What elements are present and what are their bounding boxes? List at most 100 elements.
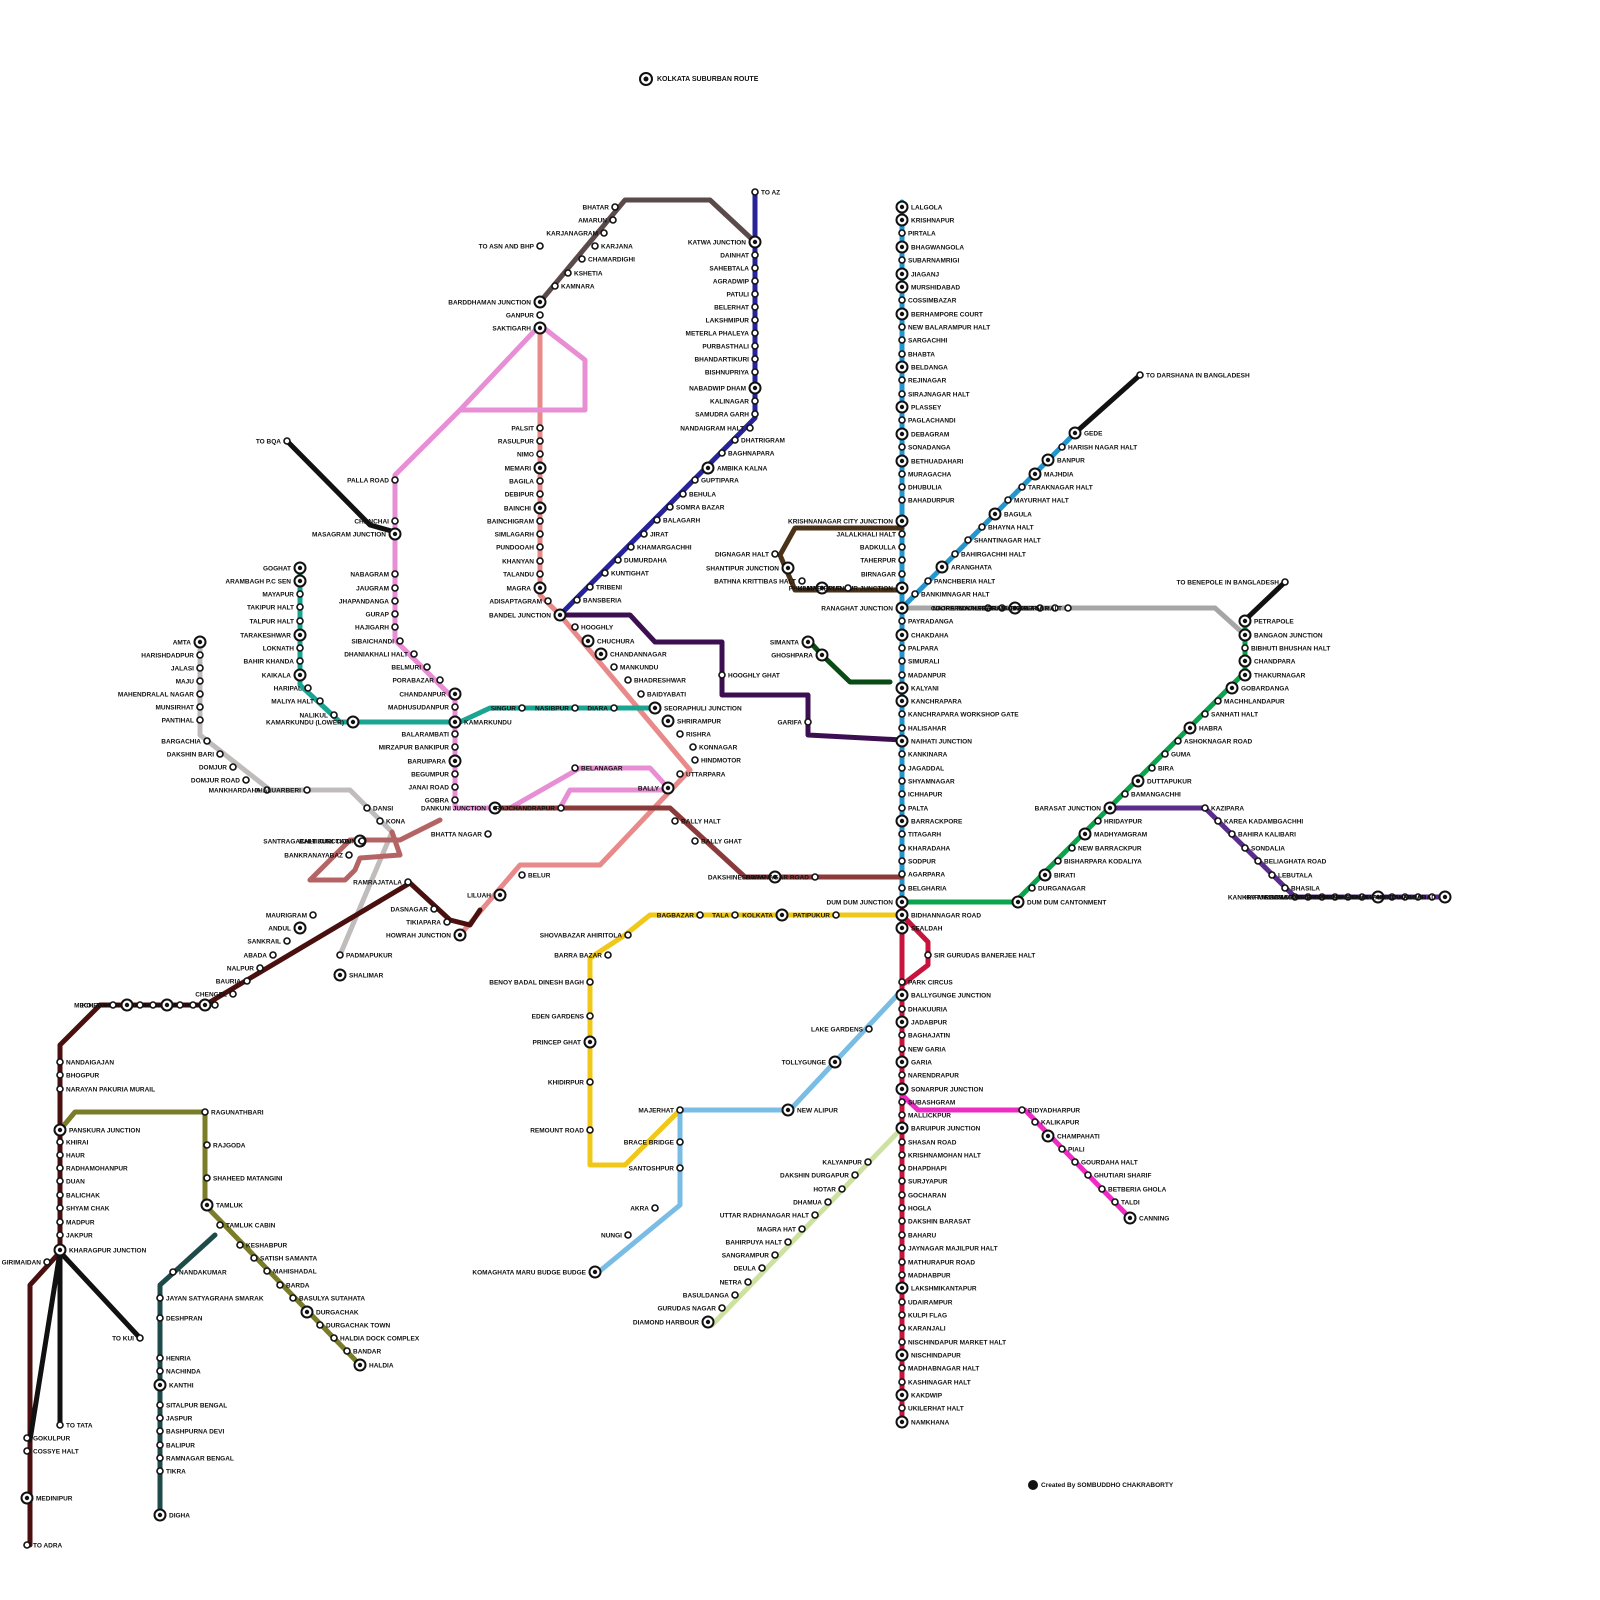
station-beliaghata-road: BELIAGHATA ROAD <box>1255 858 1327 865</box>
station-marker <box>812 874 818 880</box>
station-taldi: TALDI <box>1112 1199 1140 1206</box>
station-label: BALLYGUNGE JUNCTION <box>911 992 991 999</box>
station-label: HALDIA <box>369 1362 394 1369</box>
station-kulpi-flag: KULPI FLAG <box>899 1312 947 1319</box>
station-marker <box>565 270 571 276</box>
station-magra: MAGRA <box>506 583 545 594</box>
station-label: JAYAN SATYAGRAHA SMARAK <box>166 1295 264 1302</box>
station-label: NACHINDA <box>166 1368 201 1375</box>
interchange-dot <box>593 1270 597 1274</box>
interchange-dot <box>1443 895 1447 899</box>
station-marker <box>344 1348 350 1354</box>
station-barddhaman-junction: BARDDHAMAN JUNCTION <box>448 297 545 308</box>
station-ragunathbari: RAGUNATHBARI <box>202 1109 264 1116</box>
station-marker <box>1065 605 1071 611</box>
station-label: KESHABPUR <box>246 1242 287 1249</box>
station-marker <box>297 645 303 651</box>
station-label: BANDAR <box>353 1348 381 1355</box>
station-label: KHARADAHA <box>908 845 951 852</box>
station-label: CHANDPARA <box>1254 658 1296 665</box>
station-label: LEBUTALA <box>1278 872 1313 879</box>
station-marker <box>587 1127 593 1133</box>
station-bagula: BAGULA <box>990 509 1033 520</box>
station-marker <box>899 531 905 537</box>
station-label: TRIBENI <box>596 584 622 591</box>
station-label: DOMJUR ROAD <box>191 777 240 784</box>
station-marker <box>625 932 631 938</box>
station-label: CHAKDAHA <box>911 632 949 639</box>
station-label: KRISHNAMOHAN HALT <box>908 1152 981 1159</box>
station-marker <box>317 698 323 704</box>
station-label: MEDINIPUR <box>36 1495 73 1502</box>
station-marker <box>579 256 585 262</box>
station-label: TARAKNAGAR HALT <box>1028 484 1093 491</box>
station-label: MALLICKPUR <box>908 1112 951 1119</box>
station-label: BHAGWANGOLA <box>911 244 964 251</box>
interchange-dot <box>588 1040 592 1044</box>
station-label: RAJCHANDRAPUR <box>495 805 555 812</box>
station-label: CANNING <box>1139 1215 1169 1222</box>
station-label: TALA <box>712 912 729 919</box>
station-label: KUNTIGHAT <box>611 570 649 577</box>
station-marker <box>899 417 905 423</box>
station-satish-samanta: SATISH SAMANTA <box>251 1255 317 1262</box>
station-label: SANGRAMPUR <box>722 1252 770 1259</box>
station-label: HALDIA DOCK COMPLEX <box>340 1335 420 1342</box>
station-label: KATWA JUNCTION <box>688 239 746 246</box>
station-paglachandi: PAGLACHANDI <box>899 417 956 424</box>
station-marker <box>519 872 525 878</box>
station-label: TO TATA <box>66 1422 93 1429</box>
station-komaghata-maru-budge-budge: KOMAGHATA MARU BUDGE BUDGE <box>472 1267 600 1278</box>
station-label: BARDDHAMAN JUNCTION <box>448 299 531 306</box>
station-shaheed-matangini: SHAHEED MATANGINI <box>204 1175 283 1182</box>
station-andul: ANDUL <box>268 923 305 934</box>
station-marker <box>230 991 236 997</box>
station-takipur-halt: TAKIPUR HALT <box>247 604 303 611</box>
rail-line-diamond-harbour <box>712 1128 902 1325</box>
station-marker <box>952 551 958 557</box>
station-label: BEHULA <box>689 491 716 498</box>
station-label: MADHABPUR <box>908 1272 951 1279</box>
station-munsirhat: MUNSIRHAT <box>155 704 203 711</box>
interchange-dot <box>833 1060 837 1064</box>
station-marker <box>799 578 805 584</box>
station-label: SANKRAIL <box>247 938 281 945</box>
station-to-kui: TO KUI <box>112 1335 143 1342</box>
station-label: BANDEL JUNCTION <box>489 612 551 619</box>
station-sanhati-halt: SANHATI HALT <box>1202 711 1258 718</box>
station-label: MAJERHAT <box>638 1107 674 1114</box>
station-bainchi: BAINCHI <box>504 503 546 514</box>
station-marker <box>157 1355 163 1361</box>
station-marker <box>1137 372 1143 378</box>
station-birati: BIRATI <box>1040 870 1076 881</box>
station-label: KANKINARA <box>908 751 948 758</box>
station-label: BALTIKURI CABIN <box>299 838 356 845</box>
station-label: SANTOSHPUR <box>629 1165 675 1172</box>
station-label: BETBERIA GHOLA <box>1108 1186 1167 1193</box>
interchange-dot <box>298 566 302 570</box>
station-marker <box>899 979 905 985</box>
station-label: KSHETIA <box>574 270 603 277</box>
station-label: MEMARI <box>505 465 532 472</box>
station-murshidabad: MURSHIDABAD <box>897 282 961 293</box>
station-label: KULPI FLAG <box>908 1312 947 1319</box>
interchange-dot <box>706 1320 710 1324</box>
station-haldia-dock-complex: HALDIA DOCK COMPLEX <box>331 1335 420 1342</box>
station-label: HARISHDADPUR <box>141 652 194 659</box>
station-khidirpur: KHIDIRPUR <box>548 1079 593 1086</box>
station-bankimnagar-halt: BANKIMNAGAR HALT <box>912 591 990 598</box>
interchange-dot <box>780 913 784 917</box>
station-marker <box>690 744 696 750</box>
station-nachinda: NACHINDA <box>157 1368 201 1375</box>
rail-line-gede-ext <box>1075 375 1140 433</box>
station-label: BARRACKPORE <box>911 818 963 825</box>
station-marker <box>1099 1186 1105 1192</box>
station-label: SAMUDRA GARH <box>695 411 749 418</box>
station-marker <box>137 1002 143 1008</box>
station-marker <box>257 965 263 971</box>
station-marker <box>170 1269 176 1275</box>
station-label: DUM DUM CANTONMENT <box>1027 899 1106 906</box>
station-marker <box>899 444 905 450</box>
station-label: NANDAIGAJAN <box>66 1059 114 1066</box>
station-marker <box>785 1239 791 1245</box>
